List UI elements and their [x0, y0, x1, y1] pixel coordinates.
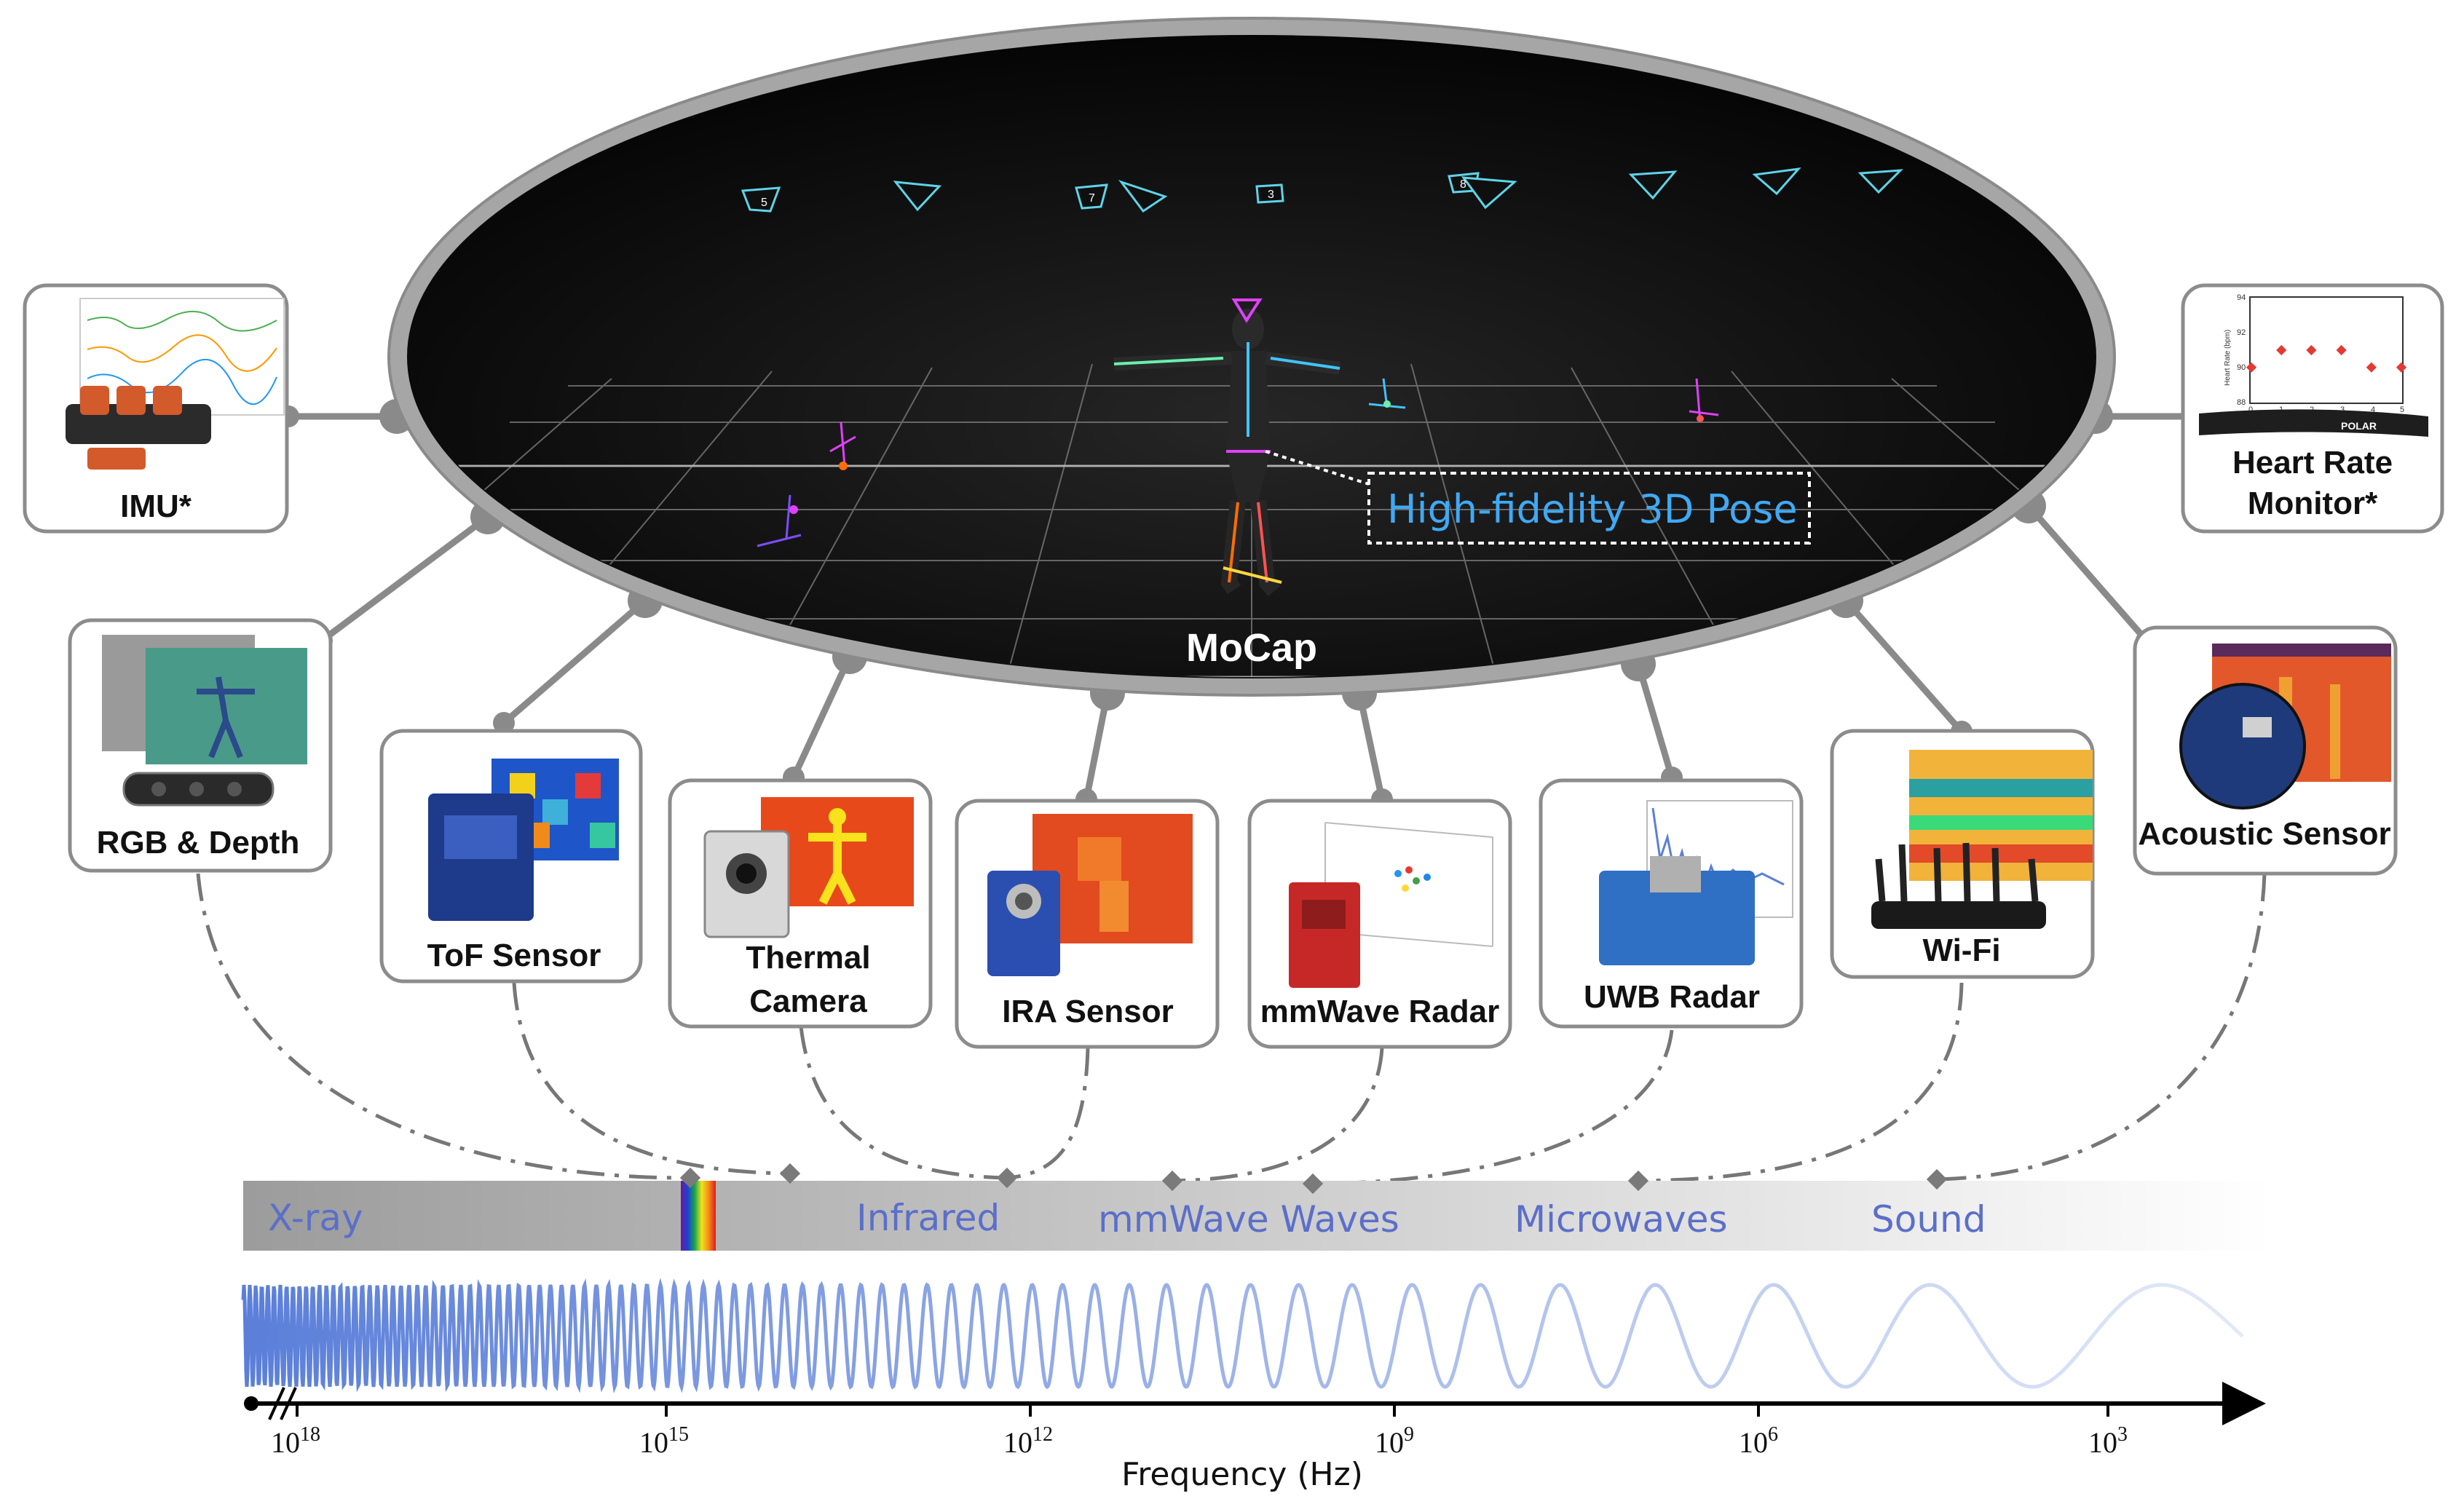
spectrum-links	[196, 873, 2267, 1186]
link-ira	[1008, 1048, 1090, 1180]
mocap-markers	[757, 378, 1719, 547]
sensor-label-imu: IMU*	[120, 488, 192, 524]
sensor-card-uwb: UWB Radar	[1539, 778, 1804, 1029]
hr-xtick: 4	[2371, 405, 2375, 414]
band-label-microwaves: Microwaves	[1515, 1198, 1728, 1240]
sensor-card-tof: ToF Sensor	[379, 729, 643, 983]
sensor-card-mmwave: mmWave Radar	[1247, 799, 1512, 1049]
heart-rate-strap	[2199, 409, 2428, 437]
camera-number-tags: 3 7 5 8	[761, 178, 1466, 209]
tick-label-1e15: 1015	[639, 1423, 689, 1459]
link-uwb	[1312, 1029, 1674, 1186]
spectrum-diamonds	[679, 1163, 1948, 1195]
sensor-label-thermal: Thermal	[746, 940, 870, 975]
sensor-card-imu: IMU*	[23, 283, 289, 534]
pose-callout-label: High-fidelity 3D Pose	[1387, 486, 1798, 532]
hr-xtick: 5	[2400, 405, 2404, 414]
sensor-label-ira: IRA Sensor	[1002, 994, 1174, 1029]
sensor-card-heart-rate: 94 92 90 88 0 1 2 3 4 5 Heart Rate (bpm)…	[2181, 283, 2444, 534]
hr-xtick: 0	[2248, 405, 2253, 414]
uwb-board	[1599, 871, 1755, 965]
sensor-card-thermal: Thermal Camera	[668, 778, 933, 1029]
band-label-sound: Sound	[1871, 1198, 1986, 1240]
svg-text:7: 7	[1089, 192, 1095, 205]
heart-rate-strap-brand: POLAR	[2341, 420, 2377, 432]
link-acoustic	[1936, 873, 2267, 1182]
hr-ytick: 92	[2237, 328, 2246, 337]
depth-image	[146, 648, 307, 764]
spectrum-bar: X-ray Infrared mmWave Waves Microwaves S…	[243, 1163, 2272, 1251]
hr-ylabel: Heart Rate (bpm)	[2224, 330, 2232, 386]
imu-devices	[66, 386, 211, 470]
link-mmwave	[1172, 1048, 1384, 1183]
tick-label-1e18: 1018	[271, 1423, 320, 1459]
sensor-card-rgb-depth: RGB & Depth	[68, 618, 333, 873]
tick-label-1e9: 109	[1375, 1423, 1414, 1459]
band-label-xray: X-ray	[268, 1197, 363, 1239]
svg-text:5: 5	[761, 197, 767, 209]
link-thermal	[799, 1026, 1008, 1180]
frequency-axis-title: Frequency (Hz)	[1121, 1456, 1363, 1493]
tick-label-1e6: 106	[1739, 1423, 1778, 1459]
hr-ytick: 94	[2237, 293, 2246, 302]
sensor-card-acoustic: Acoustic Sensor	[2133, 625, 2398, 876]
heart-rate-chart: 94 92 90 88 0 1 2 3 4 5 Heart Rate (bpm)	[2224, 293, 2407, 414]
frequency-axis: 1018 1015 1012 109 106 103 Frequency (Hz…	[244, 1382, 2266, 1493]
svg-text:3: 3	[1268, 189, 1274, 201]
tick-label-1e12: 1012	[1003, 1423, 1053, 1459]
sensor-card-wifi: Wi-Fi	[1830, 729, 2095, 979]
hr-ytick: 88	[2237, 398, 2246, 407]
tick-label-1e3: 103	[2088, 1423, 2128, 1459]
tick-marks	[296, 1404, 2109, 1417]
link-tof	[512, 982, 791, 1176]
sensor-label-rgb-depth: RGB & Depth	[97, 825, 300, 860]
sensor-label-mmwave: mmWave Radar	[1260, 994, 1500, 1029]
band-label-mmwave: mmWave Waves	[1098, 1198, 1399, 1240]
link-wifi	[1638, 982, 1964, 1183]
mocap-avatar	[1113, 298, 1341, 597]
visible-light-band	[681, 1181, 716, 1251]
frequency-wave	[241, 1278, 2244, 1394]
hr-ytick: 90	[2237, 363, 2246, 372]
acoustic-mic-array	[2179, 683, 2306, 810]
sensor-label-heart-rate-line2: Monitor*	[2248, 486, 2378, 521]
band-label-infrared: Infrared	[856, 1197, 1000, 1239]
sensor-label-acoustic: Acoustic Sensor	[2138, 816, 2390, 852]
mmwave-board	[1289, 882, 1360, 988]
sensor-card-ira: IRA Sensor	[955, 799, 1220, 1049]
mocap-scene: 3 7 5 8	[387, 17, 2116, 697]
sensor-label-uwb: UWB Radar	[1584, 979, 1760, 1015]
hr-xtick: 3	[2340, 405, 2345, 414]
sensor-label-heart-rate: Heart Rate	[2232, 445, 2393, 480]
sensor-label-tof: ToF Sensor	[427, 938, 601, 973]
ira-board	[987, 871, 1060, 976]
mocap-label: MoCap	[1186, 626, 1317, 670]
sensor-label-thermal-line2: Camera	[749, 983, 867, 1019]
sensor-label-wifi: Wi-Fi	[1922, 933, 2000, 968]
svg-text:8: 8	[1460, 178, 1466, 191]
mocap-cameras	[741, 167, 1903, 213]
link-rgb-depth	[196, 873, 691, 1180]
wifi-router	[1871, 842, 2046, 929]
